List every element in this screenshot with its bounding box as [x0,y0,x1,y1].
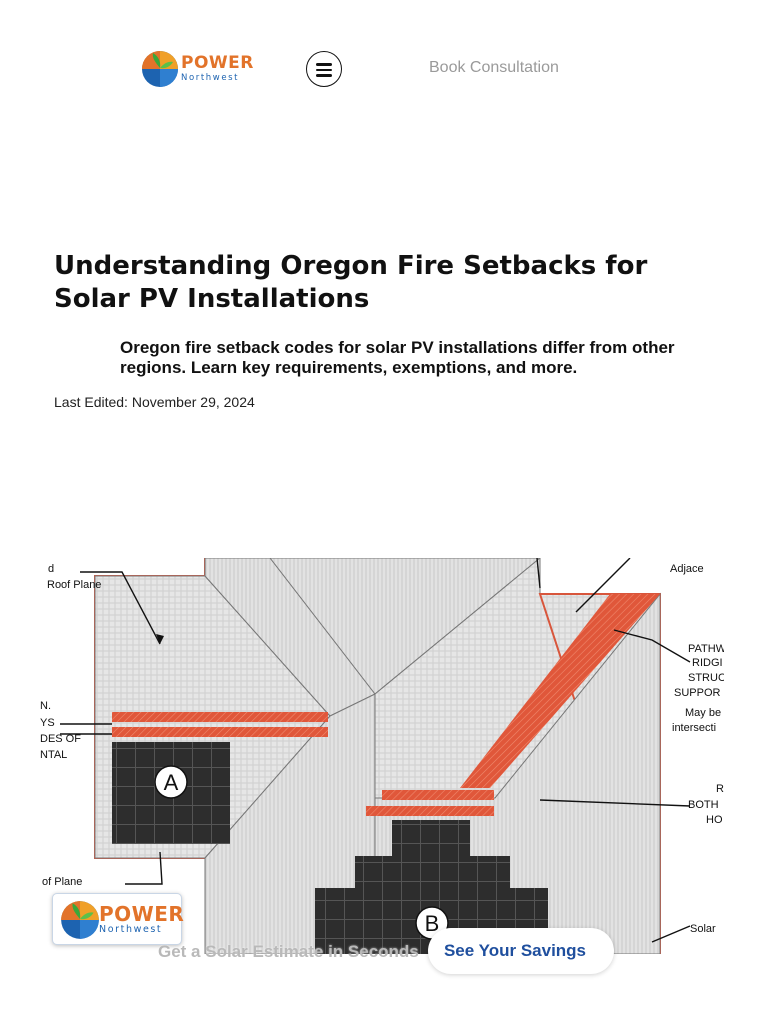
label-adjacent: Adjace [670,563,704,575]
label-roof-plane: Roof Plane [47,579,101,591]
label-solar: Solar [690,923,716,935]
label-ho: HO [706,814,723,826]
array-b-label: B [425,911,440,936]
footer-logo-badge[interactable]: POWER Northwest [52,893,184,945]
label-ridgi: RIDGI [692,657,723,669]
label-both: BOTH [688,799,719,811]
article-title: Understanding Oregon Fire Setbacks for S… [54,251,648,314]
logo-globe-icon [142,51,178,87]
see-your-savings-button[interactable]: See Your Savings [428,928,614,974]
cta-estimate-text: Get a Solar Estimate in Seconds [158,942,419,961]
label-may-be: May be [685,707,721,719]
article-subtitle: Oregon fire setback codes for solar PV i… [120,338,675,377]
label-intersecti: intersecti [672,722,716,734]
label-pathw: PATHW [688,643,724,655]
footer-logo-wordmark: POWER Northwest [99,904,184,935]
see-your-savings-label: See Your Savings [443,941,587,960]
label-des-of: DES OF [40,733,81,745]
hamburger-menu-button[interactable] [306,51,342,87]
footer-logo-brand-name: POWER [99,902,185,926]
hamburger-menu-icon [316,63,332,66]
diagram-right-roof [269,558,661,954]
label-ntal: NTAL [40,749,67,761]
label-r: R [716,783,724,795]
footer-logo-brand-tagline: Northwest [99,924,163,935]
label-ys: YS [40,717,55,729]
logo-globe-icon [61,901,99,939]
label-struc: STRUC [688,672,724,684]
diagram-leader-lines [60,558,691,943]
array-a-label: A [164,770,179,795]
label-of-plane: of Plane [42,876,82,888]
label-suppor: SUPPOR [674,687,721,699]
label-n: N. [40,700,51,712]
site-header: POWER Northwest Book Consultation [0,0,768,140]
last-edited-date: Last Edited: November 29, 2024 [54,394,255,410]
book-consultation-link[interactable]: Book Consultation [429,59,559,76]
power-northwest-logo[interactable]: POWER Northwest [141,48,253,92]
logo-wordmark: POWER Northwest [181,53,254,84]
fire-setback-diagram: d Roof Plane Adjace N. YS DES OF NTAL of… [40,558,724,954]
label-roof-plane-partial: d [48,563,54,575]
logo-brand-tagline: Northwest [181,73,240,83]
logo-brand-name: POWER [181,53,254,73]
array-a-marker: A [154,765,188,799]
